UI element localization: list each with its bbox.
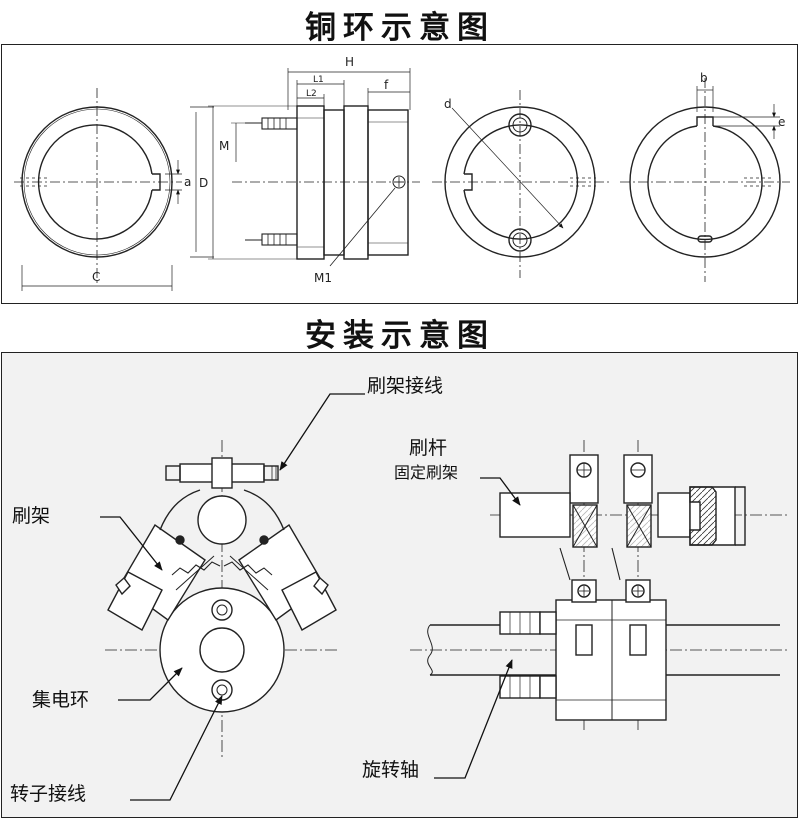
dim-H-label: H: [345, 55, 354, 69]
copper-ring-title: 铜环示意图: [305, 10, 495, 46]
ring-rear-view: [432, 90, 612, 278]
label-rotating-shaft: 旋转轴: [362, 759, 419, 781]
ring-side-view: [208, 68, 420, 267]
dim-L2-label: L2: [306, 89, 317, 99]
dim-D-label: D: [199, 176, 208, 190]
leader-lines-right: [434, 477, 521, 779]
dim-b-label: b: [700, 71, 708, 85]
dim-e-label: e: [778, 115, 785, 129]
ring-keyway-view: [620, 78, 790, 282]
brush-holder-side-view: [410, 440, 790, 730]
brush-holder-front-view: [105, 440, 338, 760]
installation-title: 安装示意图: [305, 318, 495, 354]
label-fixed-brush-holder: 固定刷架: [394, 463, 458, 482]
dim-M-label: M: [219, 139, 229, 153]
dim-f-label: f: [384, 78, 389, 92]
leader-lines-left: [100, 393, 365, 801]
label-brush-holder-wiring: 刷架接线: [367, 375, 443, 397]
ring-front-view: [14, 88, 214, 291]
label-brush-rod: 刷杆: [409, 437, 447, 459]
label-rotor-wiring: 转子接线: [10, 783, 86, 805]
dim-C-label: C: [92, 270, 100, 284]
dim-M1-label: M1: [314, 271, 332, 285]
label-brush-holder: 刷架: [12, 505, 50, 527]
copper-ring-panel: [1, 44, 798, 304]
dim-L1-label: L1: [313, 75, 324, 85]
dim-a-label: a: [184, 175, 191, 189]
dim-d-label: d: [444, 97, 452, 111]
label-collector-ring: 集电环: [32, 689, 89, 711]
